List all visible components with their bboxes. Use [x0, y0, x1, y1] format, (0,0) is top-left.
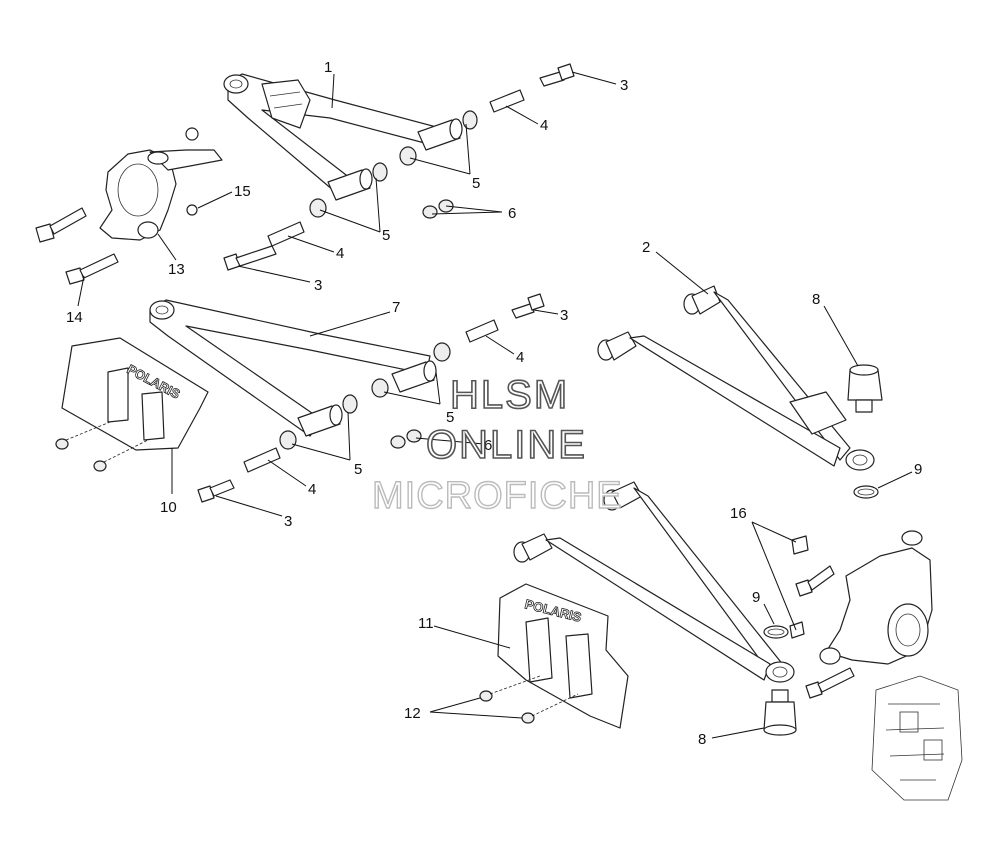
skid-plate-right: POLARIS [497, 583, 629, 729]
steering-knuckle-right [819, 530, 933, 665]
callout-4: 4 [336, 245, 344, 262]
callout-4: 4 [540, 117, 548, 134]
bolt-upper [223, 63, 575, 271]
callout-12: 12 [404, 705, 421, 722]
retaining-ring-upper [853, 485, 879, 499]
callout-3: 3 [560, 307, 568, 324]
lower-a-arm-right [513, 481, 795, 683]
brake-caliper-outline [871, 675, 963, 801]
callout-4: 4 [516, 349, 524, 366]
ball-joint-upper [847, 364, 883, 413]
watermark: HLSM ONLINE MICROFICHE [371, 372, 623, 518]
callout-1: 1 [324, 59, 332, 76]
callout-5: 5 [446, 409, 454, 426]
callout-2: 2 [642, 239, 650, 256]
callout-8: 8 [698, 731, 706, 748]
skid-plate-fastener-right [479, 675, 579, 724]
pivot-pin-lower [243, 319, 499, 473]
callout-3: 3 [284, 513, 292, 530]
lower-a-arm-left [149, 299, 431, 437]
callout-9: 9 [752, 589, 760, 606]
skid-plate-fastener-left [55, 421, 149, 472]
nut-upper [422, 199, 454, 219]
callout-5: 5 [472, 175, 480, 192]
callout-3: 3 [620, 77, 628, 94]
upper-a-arm-right [597, 285, 875, 471]
callout-9: 9 [914, 461, 922, 478]
callout-13: 13 [168, 261, 185, 278]
bolt-knuckle-right [789, 535, 855, 699]
upper-a-arm-left [223, 73, 441, 197]
callout-11: 11 [418, 615, 434, 632]
callout-5: 5 [382, 227, 390, 244]
callout-8: 8 [812, 291, 820, 308]
steering-knuckle-left [99, 127, 223, 241]
callout-16: 16 [730, 505, 747, 522]
callout-6: 6 [508, 205, 516, 222]
watermark-line-2: ONLINE [426, 423, 587, 467]
callout-5: 5 [354, 461, 362, 478]
callout-14: 14 [66, 309, 83, 326]
pivot-pin-upper [267, 89, 525, 247]
bushing-set-upper [309, 110, 478, 218]
nut-lower [390, 429, 422, 449]
callout-7: 7 [392, 299, 400, 316]
skid-plate-left: POLARIS [61, 337, 209, 451]
callout-15: 15 [234, 183, 251, 200]
watermark-line-3: MICROFICHE [372, 475, 623, 517]
callout-6: 6 [484, 437, 492, 454]
callout-10: 10 [160, 499, 177, 516]
ball-joint-lower [763, 689, 797, 736]
bolt-knuckle [35, 207, 119, 285]
callout-3: 3 [314, 277, 322, 294]
watermark-line-1: HLSM [450, 373, 569, 417]
retaining-ring-lower [763, 625, 789, 639]
leader-lines [77, 71, 913, 739]
bolt-lower [197, 293, 545, 503]
callout-labels: 1 3 4 5 6 5 4 3 15 13 14 7 3 4 5 6 5 4 3… [66, 59, 922, 748]
callout-4: 4 [308, 481, 316, 498]
